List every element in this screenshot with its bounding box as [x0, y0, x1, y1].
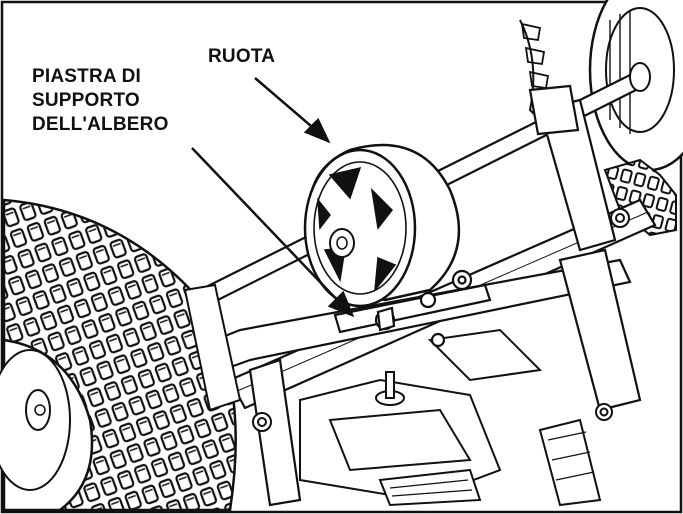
- deck-assembly: [299, 328, 602, 507]
- plate-label-line3: DELL'ALBERO: [32, 114, 169, 135]
- shaft-support-plate: [333, 269, 492, 348]
- plate-label-line1: PIASTRA DI: [32, 66, 141, 87]
- wheel: [303, 143, 461, 308]
- front-tire: [0, 198, 237, 512]
- fender: [183, 283, 242, 412]
- plate-label-line2: SUPPORTO: [32, 90, 140, 111]
- wheel-label: RUOTA: [208, 46, 275, 67]
- callout-arrows: [191, 77, 355, 318]
